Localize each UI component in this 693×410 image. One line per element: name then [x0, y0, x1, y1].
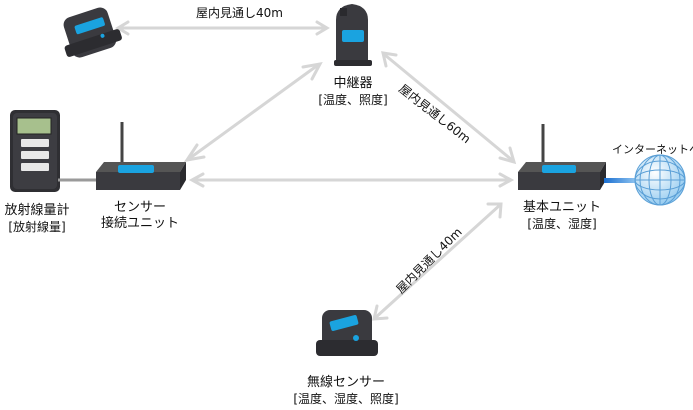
arrow-sensorunit-base	[188, 172, 515, 188]
wireless-sensor-name: 無線センサー	[306, 375, 385, 390]
wireless-sensor-sensors: [温度、湿度、照度]	[293, 392, 399, 406]
base-unit-name: 基本ユニット	[522, 200, 601, 215]
internet-label: インターネットへ	[612, 143, 693, 156]
arrow-repeater-base	[381, 51, 517, 165]
radiation-meter-sub: [放射線量]	[8, 220, 66, 234]
globe-icon	[634, 154, 686, 206]
sensor-unit-name-line1: センサー	[113, 200, 166, 215]
top-left-wireless-node-device	[63, 7, 122, 58]
radiation-meter-name: 放射線量計	[4, 203, 70, 218]
link-arrows	[115, 20, 517, 321]
link-label-top: 屋内見通し40m	[196, 6, 283, 20]
arrow-base-wireless	[372, 202, 503, 321]
sensor-unit-device	[96, 122, 186, 190]
radiation-meter-device	[10, 110, 60, 192]
repeater-sensors: [温度、照度]	[318, 93, 388, 107]
arrow-top	[115, 20, 330, 36]
wireless-sensor-device	[316, 310, 378, 356]
internet-cable	[604, 178, 636, 183]
repeater-name: 中継器	[333, 76, 373, 91]
arrow-repeater-sensorunit	[183, 61, 323, 163]
base-unit-device	[518, 124, 606, 190]
base-unit-sensors: [温度、湿度]	[527, 217, 597, 231]
sensor-unit-name-line2: 接続ユニット	[100, 216, 179, 231]
repeater-device	[334, 4, 372, 66]
